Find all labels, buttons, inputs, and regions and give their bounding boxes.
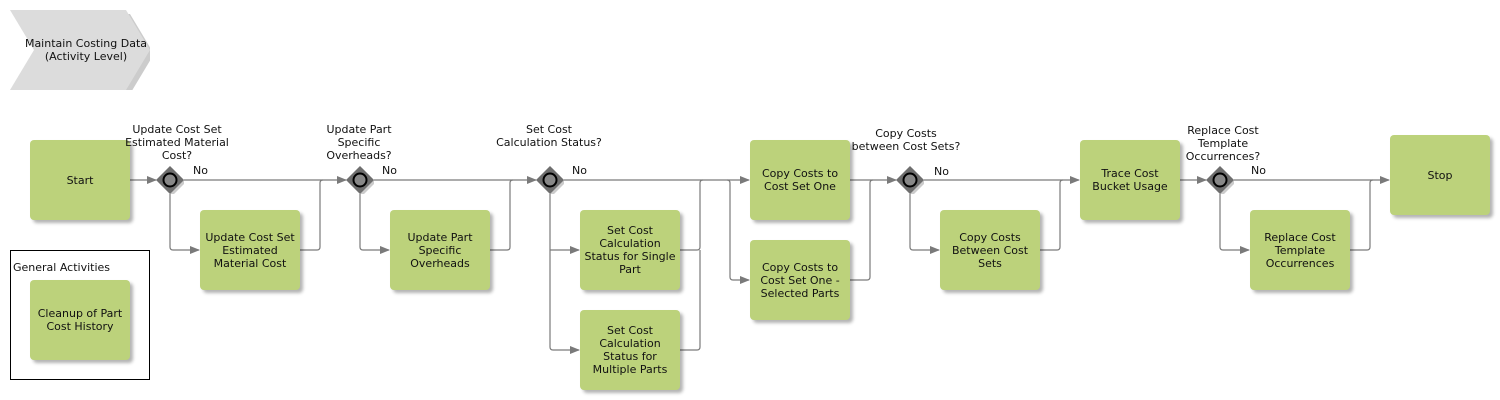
connector-between-out [1040,179,1064,251]
gateway-2-no-label: No [382,164,397,177]
gateway-4-question: Copy Costs between Cost Sets? [851,127,961,153]
connector-upo-out [490,179,514,251]
activity-set-status-single[interactable]: Set Cost Calculation Status for Single P… [580,210,680,290]
gateway-3-icon[interactable] [536,166,564,194]
connector-gw5-yes [1219,194,1250,254]
activity-copy-between[interactable]: Copy Costs Between Cost Sets [940,210,1040,290]
activity-trace-bucket[interactable]: Trace Cost Bucket Usage [1080,140,1180,220]
gateway-1-icon[interactable] [156,166,184,194]
process-title[interactable]: Maintain Costing Data (Activity Level) [24,37,148,63]
connector-gw4-yes [909,194,940,254]
activity-copy-costs-selected[interactable]: Copy Costs to Cost Set One - Selected Pa… [750,240,850,320]
gateway-5-icon[interactable] [1206,166,1234,194]
gateway-3-no-label: No [572,164,587,177]
activity-replace-template[interactable]: Replace Cost Template Occurrences [1250,210,1350,290]
connector-to-selected [726,179,750,284]
activity-copy-costs-one[interactable]: Copy Costs to Cost Set One [750,140,850,220]
gateway-3-question: Set Cost Calculation Status? [496,123,602,149]
process-chevron-shape [10,10,150,90]
connector-selected-out [850,179,874,281]
activity-cleanup-history[interactable]: Cleanup of Part Cost History [30,280,130,360]
general-activities-group [10,250,150,380]
connector-gw2-yes [359,194,390,254]
gateway-2-icon[interactable] [346,166,374,194]
activity-update-cost-set[interactable]: Update Cost Set Estimated Material Cost [200,210,300,290]
stop-event[interactable]: Stop [1390,135,1490,215]
gateway-4-icon[interactable] [896,166,924,194]
gateway-2-question: Update Part Specific Overheads? [326,123,392,162]
connector-single-out [680,179,704,251]
gateway-1-question: Update Cost Set Estimated Material Cost? [125,123,229,162]
gateway-5-no-label: No [1251,164,1266,177]
general-activities-title: General Activities [13,261,111,274]
gateway-1-no-label: No [193,164,208,177]
start-event[interactable]: Start [30,140,130,220]
connector-gw3-yes [549,194,580,354]
connector-gw1-yes [169,194,200,254]
connector-replace-out [1350,179,1374,251]
activity-update-part-overheads[interactable]: Update Part Specific Overheads [390,210,490,290]
activity-set-status-multiple[interactable]: Set Cost Calculation Status for Multiple… [580,310,680,390]
connector-ucs-out [300,179,324,251]
connector-multiple-out [680,250,701,351]
gateway-4-no-label: No [934,165,949,178]
gateway-5-question: Replace Cost Template Occurrences? [1185,124,1261,163]
